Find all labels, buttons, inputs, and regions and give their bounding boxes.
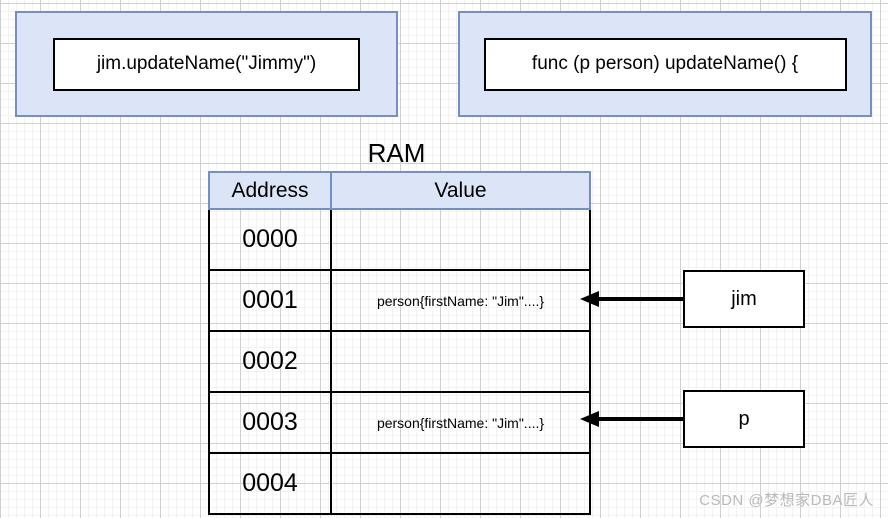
table-header-row: Address Value xyxy=(208,171,591,210)
cell-address: 0001 xyxy=(208,269,332,332)
cell-value xyxy=(330,330,591,393)
variable-box-p: p xyxy=(683,390,805,448)
cell-value xyxy=(330,208,591,271)
cell-address: 0004 xyxy=(208,452,332,515)
table-row: 0001 person{firstName: "Jim"....} xyxy=(208,269,591,332)
code-box-method: func (p person) updateName() { xyxy=(483,37,847,91)
cell-address: 0003 xyxy=(208,391,332,454)
cell-value: person{firstName: "Jim"....} xyxy=(330,269,591,332)
table-row: 0002 xyxy=(208,330,591,393)
table-row: 0004 xyxy=(208,452,591,515)
arrow-jim-to-0001 xyxy=(580,291,687,307)
cell-address: 0000 xyxy=(208,208,332,271)
code-box-caller: jim.updateName("Jimmy") xyxy=(53,37,360,91)
watermark: CSDN @梦想家DBA匠人 xyxy=(699,492,874,509)
arrow-p-to-0003 xyxy=(580,411,687,427)
cell-value xyxy=(330,452,591,515)
cell-address: 0002 xyxy=(208,330,332,393)
cell-value: person{firstName: "Jim"....} xyxy=(330,391,591,454)
ram-title: RAM xyxy=(367,138,426,168)
column-header-value: Value xyxy=(330,171,591,210)
column-header-address: Address xyxy=(208,171,332,210)
variable-box-jim: jim xyxy=(683,270,805,328)
table-row: 0000 xyxy=(208,208,591,271)
table-row: 0003 person{firstName: "Jim"....} xyxy=(208,391,591,454)
ram-table: Address Value 0000 0001 person{firstName… xyxy=(208,171,591,515)
panel-method: func (p person) updateName() { xyxy=(458,11,872,117)
panel-caller: jim.updateName("Jimmy") xyxy=(15,11,398,117)
